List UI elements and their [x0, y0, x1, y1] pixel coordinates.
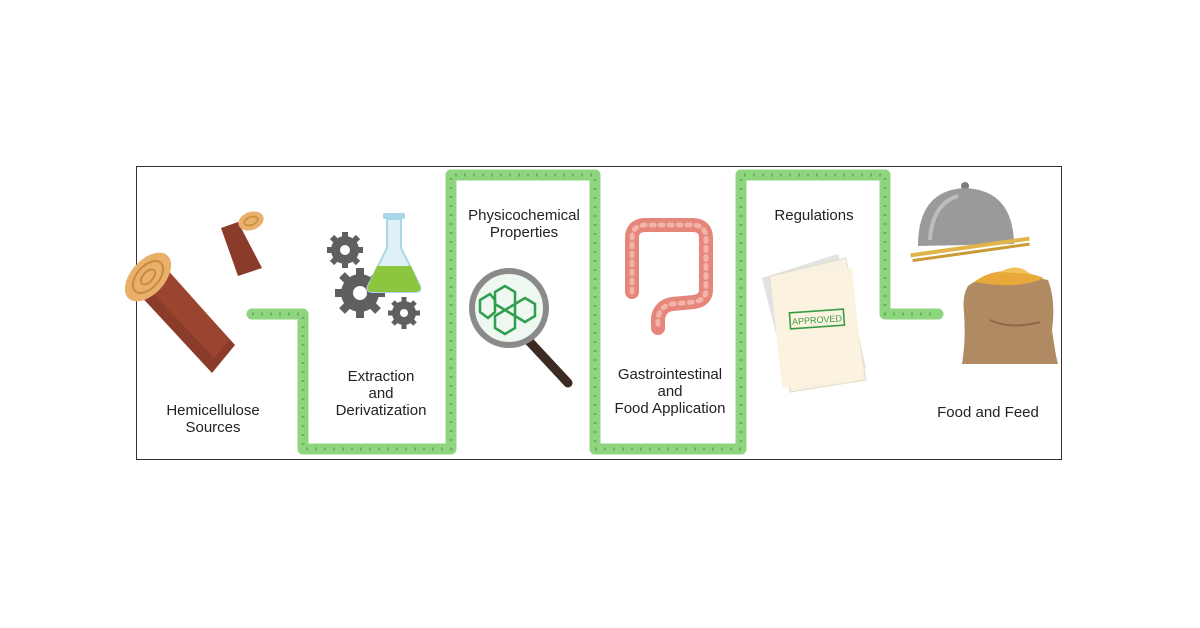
stage-label-hemicellulose-sources: Hemicellulose Sources	[148, 402, 278, 436]
stage-label-line: and	[368, 385, 394, 402]
stage-label-line: Extraction	[347, 368, 415, 385]
stage-label-line: Properties	[489, 224, 559, 241]
stage-label-line: Gastrointestinal	[617, 366, 723, 383]
intestine-icon	[625, 218, 713, 335]
cloche-icon	[910, 182, 1030, 263]
sack-icon	[962, 267, 1058, 364]
stage-label-line: Derivatization	[335, 402, 427, 419]
stage-label-line: Physicochemical	[468, 207, 580, 224]
flask-icon	[366, 213, 422, 293]
stage-label-line: Regulations	[774, 207, 854, 224]
stage-label-gastrointestinal-food-application: Gastrointestinal and Food Application	[600, 366, 740, 417]
stage-label-line: Food Application	[614, 400, 726, 417]
stage-label-regulations: Regulations	[754, 207, 874, 224]
flow-path	[246, 169, 944, 455]
stage-label-food-and-feed: Food and Feed	[920, 404, 1056, 421]
stage-label-line: and	[657, 383, 683, 400]
approved-stamp: APPROVED	[792, 313, 843, 326]
document-icon: APPROVED	[762, 254, 867, 393]
stage-label-extraction-derivatization: Extraction and Derivatization	[316, 368, 446, 419]
stage-label-physicochemical-properties: Physicochemical Properties	[458, 207, 590, 241]
stage-label-line: Hemicellulose	[166, 402, 260, 419]
magnifier-icon	[469, 268, 573, 388]
wood-log-icon	[124, 211, 264, 373]
stage-label-line: Food and Feed	[937, 404, 1039, 421]
stage-label-line: Sources	[185, 419, 241, 436]
